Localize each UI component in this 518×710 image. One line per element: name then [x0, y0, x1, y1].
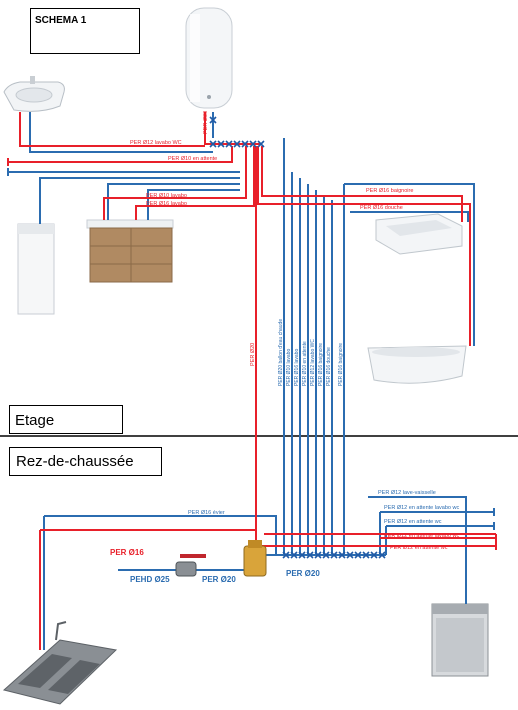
riser-label: PER Ø16 douche	[326, 347, 332, 386]
ground-floor-labels: PER Ø16 PEHD Ø25 PER Ø20 PER Ø20	[110, 548, 320, 584]
manifold-valve	[209, 116, 217, 124]
manifold-valve	[370, 551, 378, 559]
manifold-valve	[306, 551, 314, 559]
manifold-valve	[209, 140, 217, 148]
riser-label: PER Ø16 lavabo	[294, 349, 300, 386]
label-per20-b: PER Ø20	[286, 569, 320, 578]
manifold-valve	[338, 551, 346, 559]
label-wait-lavabo-wc-2: PER Ø12 en attente lavabo wc	[384, 533, 459, 539]
manifold-valve	[378, 551, 386, 559]
pressure-reducer-icon	[243, 540, 267, 577]
label-wait-last: PER Ø12 en attente wc	[390, 545, 448, 551]
kitchen-sink-icon	[2, 621, 118, 705]
label-wait-10: PER Ø10 en attente	[168, 156, 217, 162]
manifold-valve	[257, 140, 265, 148]
label-evier-16: PER Ø16 évier	[188, 510, 225, 516]
label-baignoire-16: PER Ø16 baignoire	[366, 188, 413, 194]
water-heater-icon	[185, 7, 233, 109]
manifold-valve	[241, 140, 249, 148]
washbasin-icon	[3, 76, 65, 112]
manifold-valve	[298, 551, 306, 559]
manifold-valve	[314, 551, 322, 559]
shower-tray-icon	[375, 213, 463, 255]
riser-label: PER Ø10 en attente	[302, 341, 308, 386]
pipe-labels: PER Ø20 PER Ø12 lavabo WC PER Ø10 en att…	[130, 111, 459, 551]
pipe-end-caps	[7, 158, 497, 550]
label-per20-a: PER Ø20	[202, 575, 236, 584]
manifold-valve	[217, 140, 225, 148]
riser-label: PER Ø12 lavabo WC	[310, 339, 316, 386]
manifold-valve	[282, 551, 290, 559]
label-lavabo-wc: PER Ø12 lavabo WC	[130, 140, 182, 146]
manifold-valve	[290, 551, 298, 559]
riser-label: PER Ø20 ballon d'eau chaude	[278, 319, 284, 386]
floor-label-ground: Rez-de-chaussée	[9, 447, 162, 476]
dishwasher-icon	[431, 603, 489, 677]
manifold-valve	[362, 551, 370, 559]
ball-valve-icon	[175, 554, 206, 577]
riser-label: PER Ø16 baignoire	[318, 343, 324, 386]
label-douche-16: PER Ø16 douche	[360, 205, 403, 211]
lower-manifold-valves	[282, 551, 386, 559]
label-per20-heater: PER Ø20	[203, 111, 209, 134]
label-pehd25: PEHD Ø25	[130, 575, 170, 584]
manifold-valve	[249, 140, 257, 148]
manifold-valve	[354, 551, 362, 559]
schema-title: SCHEMA 1	[30, 8, 140, 54]
label-per20-riser: PER Ø20	[250, 343, 256, 366]
riser-label: PER Ø10 lavabo	[286, 349, 292, 386]
bathtub-icon	[367, 345, 467, 384]
floor-label-upper: Etage	[9, 405, 123, 434]
washing-machine-icon	[17, 223, 55, 315]
upper-manifold-valves	[209, 116, 265, 148]
label-per16-red: PER Ø16	[110, 548, 144, 557]
label-wait-wc: PER Ø12 en attente wc	[384, 519, 442, 525]
riser-label: PER Ø16 baignoire	[338, 343, 344, 386]
manifold-valve	[346, 551, 354, 559]
vanity-cabinet-icon	[86, 219, 174, 283]
manifold-valve	[225, 140, 233, 148]
label-lave-vaisselle: PER Ø12 lave-vaisselle	[378, 490, 436, 496]
manifold-valve	[330, 551, 338, 559]
label-lavabo-10: PER Ø10 lavabo	[146, 193, 187, 199]
manifold-valve	[233, 140, 241, 148]
label-wait-lavabo-wc-1: PER Ø12 en attente lavabo wc	[384, 505, 459, 511]
label-lavabo-16: PER Ø16 lavabo	[146, 201, 187, 207]
manifold-valve	[322, 551, 330, 559]
